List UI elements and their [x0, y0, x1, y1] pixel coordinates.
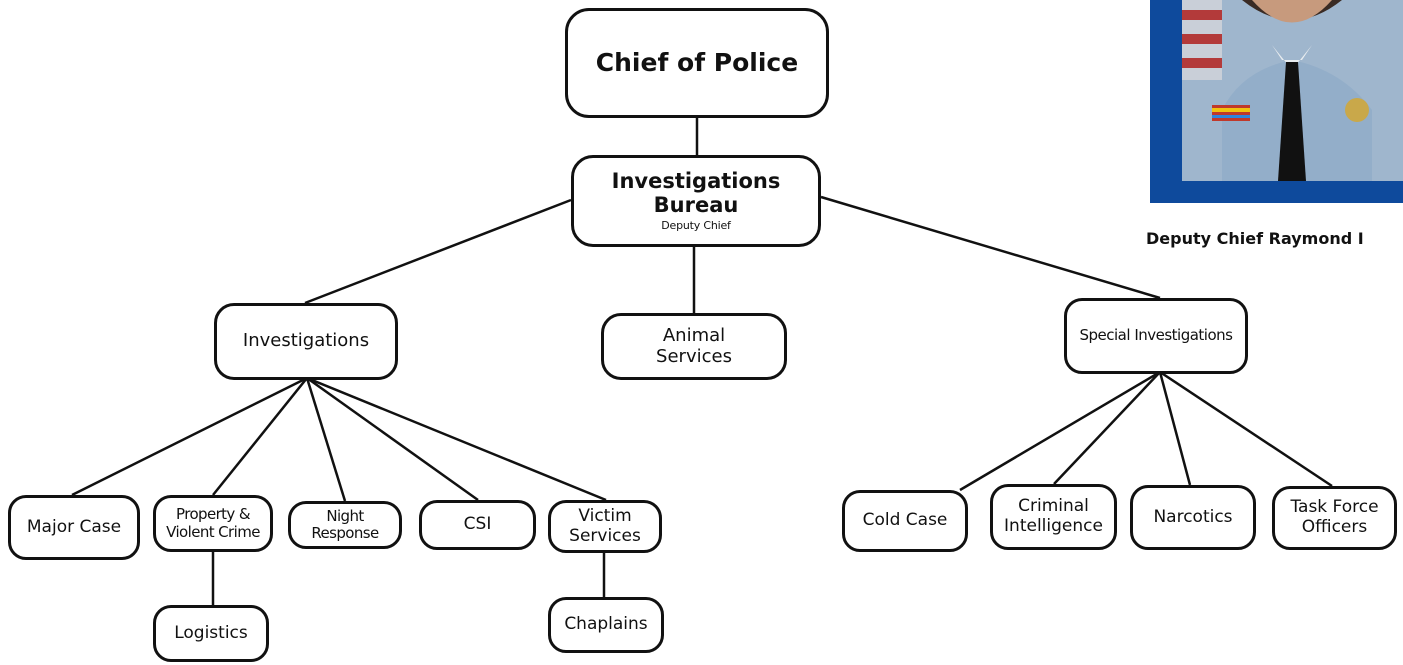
task-force-officers-box: Task Force Officers	[1272, 486, 1397, 550]
cold-case-label: Cold Case	[862, 510, 948, 531]
officer-portrait-image	[1182, 0, 1403, 181]
bureau-subtitle: Deputy Chief	[661, 219, 731, 233]
profile-photo-frame	[1150, 0, 1403, 203]
bureau-title-line2: Bureau	[653, 193, 739, 218]
csi-box: CSI	[419, 500, 536, 550]
investigations-box: Investigations	[214, 303, 398, 380]
cold-case-box: Cold Case	[842, 490, 968, 552]
line-inv-major	[71, 376, 308, 497]
animal-services-line1: Animal	[662, 324, 726, 346]
property-violent-line1: Property &	[176, 505, 251, 524]
criminal-intelligence-box: Criminal Intelligence	[990, 484, 1117, 550]
profile-photo	[1182, 0, 1403, 181]
line-special-criminal	[1053, 371, 1161, 485]
special-investigations-box: Special Investigations	[1064, 298, 1248, 374]
investigations-label: Investigations	[242, 330, 370, 352]
victim-services-line1: Victim	[578, 505, 632, 526]
csi-label: CSI	[463, 514, 492, 535]
criminal-intelligence-line2: Intelligence	[1004, 516, 1103, 536]
narcotics-box: Narcotics	[1130, 485, 1256, 550]
line-special-cold	[959, 370, 1161, 492]
victim-services-box: Victim Services	[548, 500, 662, 553]
chief-of-police-box: Chief of Police	[565, 8, 829, 118]
profile-caption: Deputy Chief Raymond I	[1146, 229, 1364, 248]
animal-services-box: Animal Services	[601, 313, 787, 380]
line-special-narcotics	[1158, 371, 1192, 486]
chaplains-box: Chaplains	[548, 597, 664, 653]
task-force-line1: Task Force	[1290, 497, 1379, 518]
major-case-box: Major Case	[8, 495, 140, 560]
night-response-line2: Response	[311, 524, 379, 542]
investigations-bureau-box: Investigations Bureau Deputy Chief	[571, 155, 821, 247]
chaplains-label: Chaplains	[564, 614, 648, 635]
property-violent-line2: Violent Crime	[166, 522, 260, 541]
line-inv-csi	[306, 376, 479, 502]
special-investigations-label: Special Investigations	[1079, 326, 1233, 345]
chief-title: Chief of Police	[595, 47, 799, 77]
narcotics-label: Narcotics	[1153, 506, 1233, 527]
logistics-label: Logistics	[174, 622, 248, 643]
victim-services-line2: Services	[569, 525, 641, 546]
line-bureau-special	[820, 195, 1161, 300]
line-inv-victim	[306, 376, 607, 502]
line-special-taskforce	[1159, 370, 1333, 488]
criminal-intelligence-line1: Criminal	[1018, 496, 1089, 517]
line-inv-property	[212, 377, 308, 496]
task-force-line2: Officers	[1301, 517, 1368, 537]
logistics-box: Logistics	[153, 605, 269, 662]
night-response-line1: Night	[326, 506, 364, 525]
major-case-label: Major Case	[26, 516, 122, 537]
night-response-box: Night Response	[288, 501, 402, 549]
animal-services-line2: Services	[656, 345, 732, 367]
line-inv-night	[305, 377, 347, 502]
bureau-title-line1: Investigations	[611, 169, 781, 194]
line-bureau-investigations	[304, 198, 572, 305]
property-violent-crime-box: Property & Violent Crime	[153, 495, 273, 552]
